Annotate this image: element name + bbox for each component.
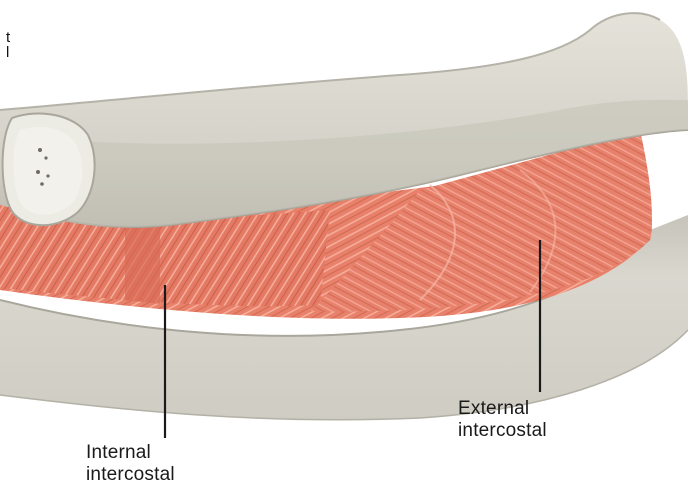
internal-intercostal-label: Internal intercostal <box>86 442 175 486</box>
internal-label-line1: Internal <box>86 442 175 464</box>
external-intercostal-label: External intercostal <box>458 398 547 442</box>
rib-cross-section <box>3 113 95 225</box>
internal-label-line2: intercostal <box>86 464 175 486</box>
cropped-label-line2: l <box>6 45 10 60</box>
external-label-line1: External <box>458 398 547 420</box>
cropped-label-fragment: t l <box>6 30 10 60</box>
cropped-label-line1: t <box>6 30 10 45</box>
external-label-line2: intercostal <box>458 420 547 442</box>
